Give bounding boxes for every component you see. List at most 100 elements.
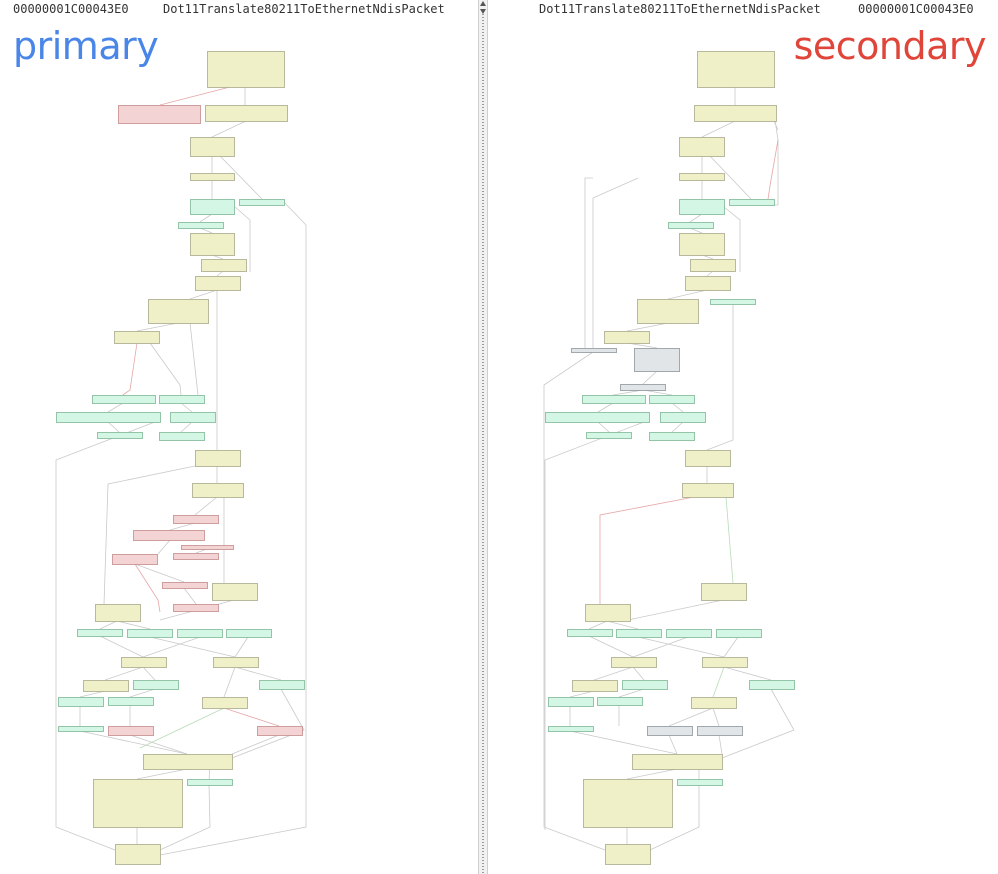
basic-block-matched[interactable]	[212, 583, 258, 601]
primary-pane[interactable]: 00000001C00043E0 Dot11Translate80211ToEt…	[0, 0, 478, 874]
basic-block-changed[interactable]	[118, 105, 201, 124]
basic-block-matched[interactable]	[195, 276, 241, 291]
basic-block-changed[interactable]	[173, 515, 219, 524]
basic-block-matched[interactable]	[679, 233, 725, 256]
basic-block-matched[interactable]	[148, 299, 209, 324]
basic-block-identical[interactable]	[677, 779, 723, 786]
basic-block-matched[interactable]	[95, 604, 141, 622]
basic-block-identical[interactable]	[679, 199, 725, 215]
basic-block-identical[interactable]	[58, 697, 104, 707]
basic-block-matched[interactable]	[207, 51, 285, 88]
basic-block-matched[interactable]	[679, 137, 725, 157]
basic-block-changed[interactable]	[257, 726, 303, 736]
splitter-grip[interactable]	[482, 14, 484, 874]
basic-block-identical[interactable]	[127, 629, 173, 638]
basic-block-matched[interactable]	[114, 331, 160, 344]
basic-block-unmatched[interactable]	[697, 726, 743, 736]
basic-block-matched[interactable]	[679, 173, 725, 181]
basic-block-matched[interactable]	[143, 754, 233, 770]
basic-block-identical[interactable]	[545, 412, 650, 423]
basic-block-matched[interactable]	[694, 105, 777, 122]
basic-block-matched[interactable]	[195, 450, 241, 467]
basic-block-identical[interactable]	[548, 697, 594, 707]
basic-block-identical[interactable]	[749, 680, 795, 690]
basic-block-unmatched[interactable]	[634, 348, 680, 372]
basic-block-matched[interactable]	[690, 259, 736, 272]
basic-block-matched[interactable]	[202, 697, 248, 709]
basic-block-identical[interactable]	[170, 412, 216, 423]
basic-block-matched[interactable]	[115, 844, 161, 865]
basic-block-matched[interactable]	[192, 483, 244, 498]
basic-block-unmatched[interactable]	[571, 348, 617, 353]
basic-block-identical[interactable]	[666, 629, 712, 638]
basic-block-matched[interactable]	[691, 697, 737, 709]
basic-block-identical[interactable]	[159, 395, 205, 404]
basic-block-identical[interactable]	[567, 629, 613, 637]
basic-block-identical[interactable]	[226, 629, 272, 638]
basic-block-matched[interactable]	[190, 233, 235, 256]
secondary-pane[interactable]: Dot11Translate80211ToEthernetNdisPacket …	[488, 0, 998, 874]
pane-splitter[interactable]	[478, 0, 488, 874]
basic-block-changed[interactable]	[173, 604, 219, 612]
basic-block-changed[interactable]	[173, 553, 219, 560]
basic-block-matched[interactable]	[213, 657, 259, 668]
basic-block-identical[interactable]	[729, 199, 775, 206]
basic-block-identical[interactable]	[92, 395, 156, 404]
secondary-flow-graph[interactable]	[488, 0, 998, 874]
basic-block-matched[interactable]	[605, 844, 651, 865]
basic-block-identical[interactable]	[586, 432, 632, 439]
basic-block-identical[interactable]	[159, 432, 205, 441]
primary-flow-graph[interactable]	[0, 0, 478, 874]
basic-block-identical[interactable]	[622, 680, 668, 690]
basic-block-matched[interactable]	[93, 779, 183, 828]
basic-block-matched[interactable]	[572, 680, 618, 692]
basic-block-identical[interactable]	[660, 412, 706, 423]
basic-block-matched[interactable]	[611, 657, 657, 668]
basic-block-matched[interactable]	[190, 173, 235, 181]
basic-block-changed[interactable]	[112, 554, 158, 565]
basic-block-identical[interactable]	[259, 680, 305, 690]
basic-block-changed[interactable]	[133, 530, 205, 541]
basic-block-matched[interactable]	[604, 331, 650, 344]
basic-block-identical[interactable]	[97, 432, 143, 439]
basic-block-identical[interactable]	[108, 697, 154, 706]
basic-block-identical[interactable]	[710, 299, 756, 305]
basic-block-identical[interactable]	[582, 395, 646, 404]
basic-block-changed[interactable]	[181, 545, 234, 550]
basic-block-matched[interactable]	[685, 450, 731, 467]
basic-block-matched[interactable]	[682, 483, 734, 498]
basic-block-matched[interactable]	[637, 299, 699, 324]
basic-block-matched[interactable]	[190, 137, 235, 157]
basic-block-matched[interactable]	[632, 754, 723, 770]
arrow-down-icon[interactable]	[480, 9, 486, 14]
basic-block-identical[interactable]	[58, 726, 104, 732]
basic-block-matched[interactable]	[201, 259, 247, 272]
basic-block-identical[interactable]	[616, 629, 662, 638]
basic-block-identical[interactable]	[716, 629, 762, 638]
basic-block-identical[interactable]	[178, 222, 224, 229]
basic-block-identical[interactable]	[77, 629, 123, 637]
basic-block-identical[interactable]	[190, 199, 235, 215]
basic-block-matched[interactable]	[83, 680, 129, 692]
basic-block-matched[interactable]	[701, 583, 747, 601]
basic-block-unmatched[interactable]	[647, 726, 693, 736]
basic-block-changed[interactable]	[108, 726, 154, 736]
basic-block-matched[interactable]	[585, 604, 631, 622]
basic-block-identical[interactable]	[177, 629, 223, 638]
arrow-up-icon[interactable]	[480, 1, 486, 6]
basic-block-unmatched[interactable]	[620, 384, 666, 391]
basic-block-identical[interactable]	[597, 697, 643, 706]
basic-block-identical[interactable]	[56, 412, 161, 423]
basic-block-changed[interactable]	[162, 582, 208, 589]
basic-block-identical[interactable]	[649, 395, 695, 404]
basic-block-matched[interactable]	[583, 779, 673, 828]
basic-block-identical[interactable]	[187, 779, 233, 786]
basic-block-matched[interactable]	[702, 657, 748, 668]
basic-block-matched[interactable]	[685, 276, 731, 291]
basic-block-identical[interactable]	[548, 726, 594, 732]
basic-block-matched[interactable]	[697, 51, 775, 88]
basic-block-identical[interactable]	[133, 680, 179, 690]
basic-block-identical[interactable]	[649, 432, 695, 441]
basic-block-identical[interactable]	[239, 199, 285, 206]
basic-block-matched[interactable]	[205, 105, 288, 122]
